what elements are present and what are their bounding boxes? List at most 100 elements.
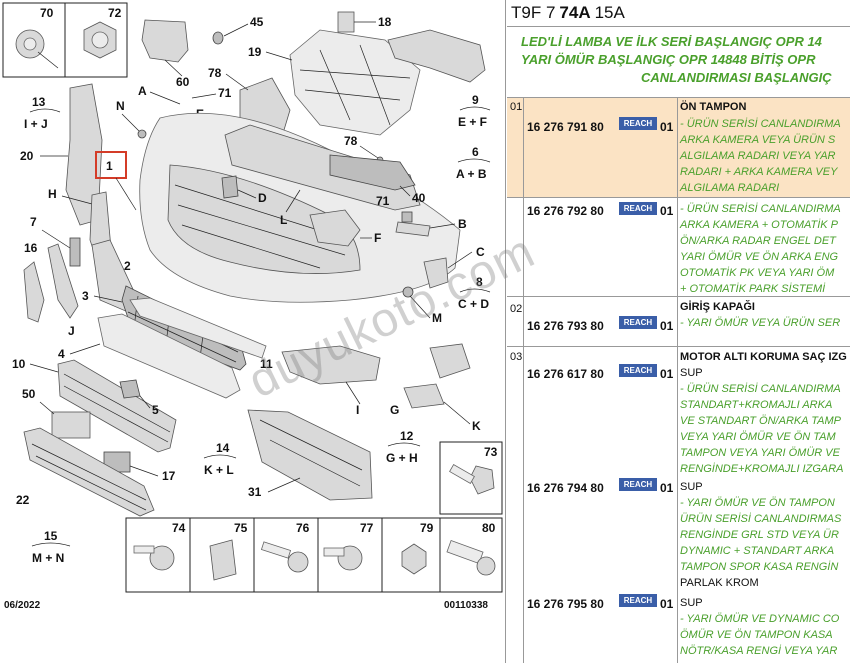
group-number: 03: [510, 351, 523, 363]
part-reference[interactable]: 16 276 793 80: [527, 319, 604, 333]
callout-18: 18: [378, 15, 392, 29]
strip-40: [329, 154, 416, 191]
part-reference[interactable]: 16 276 792 80: [527, 204, 604, 218]
diagram-date: 06/2022: [4, 600, 41, 611]
bracket-60-icon: [141, 19, 189, 63]
callout-D: D: [258, 191, 267, 205]
callout-75: 75: [234, 521, 248, 535]
part-reference[interactable]: 16 276 795 80: [527, 597, 604, 611]
table-row-group-01[interactable]: 01 ÖN TAMPON 16 276 791 80 REACH 01 - ÜR…: [507, 98, 850, 198]
strip-16: [23, 261, 45, 323]
fog-bezel-i: [281, 345, 381, 385]
callout-E-F: E + F: [458, 115, 487, 129]
clip-18-icon: [337, 11, 355, 33]
group-title: ÖN TAMPON: [680, 101, 747, 113]
table-row-group-02[interactable]: 02 GİRİŞ KAPAĞI 16 276 793 80 REACH 01 -…: [507, 297, 850, 347]
callout-20: 20: [20, 149, 34, 163]
callout-22: 22: [16, 493, 30, 507]
callout-73: 73: [484, 445, 498, 459]
callout-10: 10: [12, 357, 26, 371]
callout-74: 74: [172, 521, 186, 535]
callout-C-D: C + D: [458, 297, 489, 311]
group-title: GİRİŞ KAPAĞI: [680, 301, 755, 313]
callout-2: 2: [124, 259, 131, 273]
callout-G-H: G + H: [386, 451, 418, 465]
callout-71-top: 71: [218, 86, 232, 100]
callout-M-N: M + N: [32, 551, 64, 565]
callout-6: 6: [472, 145, 479, 159]
fog-piece-right: [429, 343, 471, 379]
group-title: MOTOR ALTI KORUMA SAÇ IZG: [680, 351, 847, 363]
callout-G: G: [390, 403, 399, 417]
callout-45: 45: [250, 15, 264, 29]
clip-l: [69, 237, 81, 267]
quantity: 01: [660, 597, 674, 611]
part-reference[interactable]: 16 276 617 80: [527, 367, 604, 381]
applicability-banner: LED'Lİ LAMBA VE İLK SERİ BAŞLANGIÇ OPR 1…: [507, 27, 850, 98]
callout-19: 19: [248, 45, 262, 59]
callout-5: 5: [152, 403, 159, 417]
plug-45-icon: [212, 31, 224, 45]
part-description: - ÜRÜN SERİSİ CANLANDIRMA ARKA KAMERA + …: [680, 203, 841, 295]
callout-I-J: I + J: [24, 117, 48, 131]
part-reference[interactable]: 16 276 791 80: [527, 120, 604, 134]
strip-j: [47, 243, 79, 319]
highlight-box-1: [95, 151, 127, 179]
screw-74-icon: [133, 545, 175, 571]
quantity: 01: [660, 120, 674, 134]
screw-79-icon: [401, 543, 427, 575]
group-number: 01: [510, 101, 523, 113]
emblem-5-icon: [119, 379, 141, 399]
quantity: 01: [660, 319, 674, 333]
callout-1: 1: [106, 159, 113, 173]
callout-F: F: [374, 231, 381, 245]
lower-grille-10: [57, 359, 177, 453]
part-reference[interactable]: 16 276 794 80: [527, 481, 604, 495]
banner-line: CANLANDIRMASI BAŞLANGIÇ: [641, 70, 832, 85]
callout-70: 70: [40, 6, 54, 20]
callout-78-top: 78: [208, 66, 222, 80]
bracket-f: [309, 209, 361, 247]
callout-K-L: K + L: [204, 463, 234, 477]
clip-75-icon: [209, 539, 237, 581]
callout-17: 17: [162, 469, 176, 483]
header-code-c: 15A: [594, 3, 625, 22]
callout-7: L: [280, 213, 287, 227]
callout-76: 76: [296, 521, 310, 535]
callout-16: 16: [24, 241, 38, 255]
callout-I: I: [356, 403, 359, 417]
clip-d-icon: [221, 175, 239, 199]
reach-badge: REACH: [619, 364, 657, 377]
callout-9: 9: [472, 93, 479, 107]
bracket-g: [403, 383, 445, 409]
part-description: - YARI ÖMÜR VEYA ÜRÜN SER: [680, 317, 841, 329]
diagram-ref-code: 00110338: [444, 600, 488, 611]
callout-71-right: 71: [376, 194, 390, 208]
screw-77-icon: [323, 545, 363, 571]
callout-C: C: [476, 245, 485, 259]
group-number: 02: [510, 303, 523, 315]
reach-badge: REACH: [619, 594, 657, 607]
callout-50: 50: [22, 387, 36, 401]
callout-14: 14: [216, 441, 230, 455]
table-row-group-01b[interactable]: 16 276 792 80 REACH 01 - ÜRÜN SERİSİ CAN…: [507, 198, 850, 297]
callout-H: H: [48, 187, 57, 201]
reach-badge: REACH: [619, 478, 657, 491]
part-description: SUP - YARI ÖMÜR VE ÖN TAMPON ÜRÜN SERİSİ…: [680, 481, 842, 589]
header-code-b: 74A: [559, 3, 591, 22]
callout-L: 7: [30, 215, 37, 229]
bolt-73-icon: [449, 463, 495, 495]
engine-shield-31: [247, 409, 373, 501]
panel-50: [51, 411, 91, 439]
table-row-group-03[interactable]: 03 MOTOR ALTI KORUMA SAÇ IZG 16 276 617 …: [507, 347, 850, 663]
screw-76-icon: [260, 541, 309, 573]
callout-13: 13: [32, 95, 46, 109]
callout-12: 12: [400, 429, 414, 443]
callout-A: A: [138, 84, 147, 98]
callout-A-B: A + B: [456, 167, 487, 181]
clip-b: [395, 221, 431, 237]
grille-frame-4: [97, 313, 241, 399]
bolt-80-icon: [446, 540, 496, 576]
callout-77: 77: [360, 521, 374, 535]
reach-badge: REACH: [619, 202, 657, 215]
